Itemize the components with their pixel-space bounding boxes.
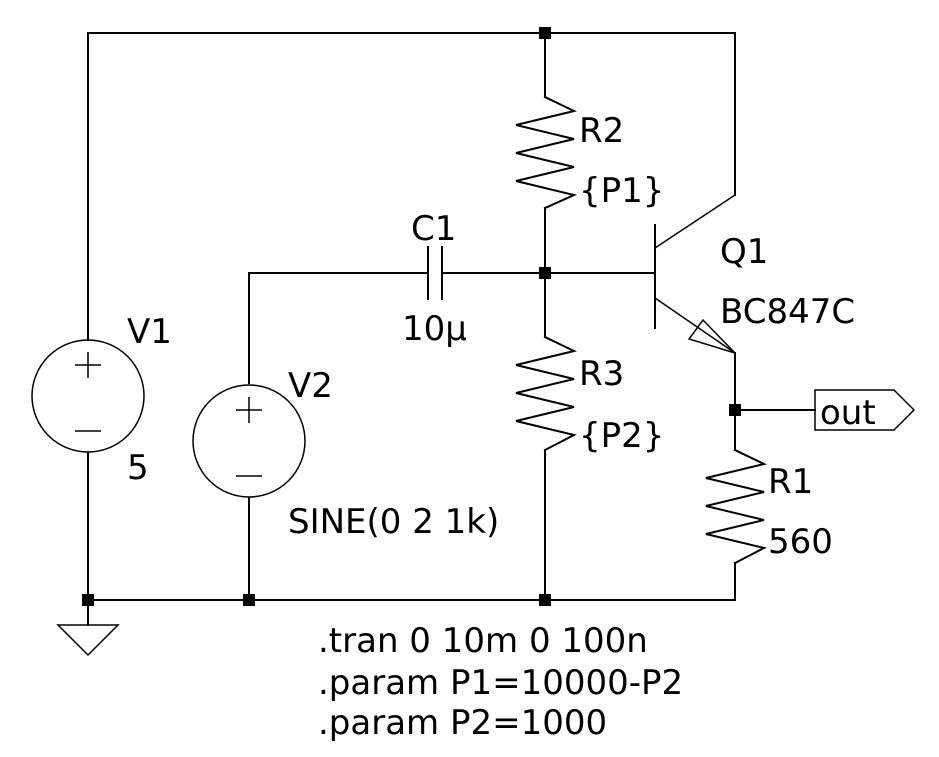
v1-name: V1 [127,312,172,352]
resistor-icon [705,448,767,565]
resistor-r1: R1 560 [705,448,833,565]
net-label-out: out [814,389,916,433]
v2-value: SINE(0 2 1k) [288,502,499,542]
c1-name: C1 [411,209,456,249]
v2-name: V2 [288,366,333,406]
transistor-emitter [654,297,736,354]
junction-dot [729,404,741,416]
voltage-source-v2: V2 SINE(0 2 1k) [192,366,499,542]
r2-name: R2 [579,111,624,151]
resistor-r2: R2 {P1} [515,95,664,211]
wire-top-rail [87,32,736,341]
transistor-collector [654,194,736,249]
voltage-source-v1: V1 5 [31,312,172,488]
junction-dot [82,594,94,606]
capacitor-c1: C1 10µ [402,209,467,349]
directive-line: .param P1=10000-P2 [318,663,683,703]
directive-line: .param P2=1000 [318,703,607,743]
r2-value: {P1} [579,171,664,211]
wire-bottom-rail [87,562,736,601]
r1-value: 560 [768,522,833,562]
resistor-icon [515,95,578,210]
junction-dot [243,594,255,606]
junction-dot [539,267,551,279]
voltage-source-icon [192,384,306,498]
r3-value: {P2} [579,416,664,456]
r3-name: R3 [579,354,624,394]
transistor-q1: Q1 BC847C [654,194,855,354]
net-label-flag-icon [814,389,916,431]
junction-dot [539,27,551,39]
c1-value: 10µ [402,309,467,349]
wire-v2-to-c1 [248,272,429,384]
junctions [82,27,741,606]
spice-directives: .tran 0 10m 0 100n .param P1=10000-P2 .p… [318,621,683,743]
v1-value: 5 [127,448,149,488]
net-label-out-text: out [820,393,876,433]
ground-icon [56,624,120,657]
voltage-source-icon [31,339,145,453]
q1-name: Q1 [720,232,768,272]
transistor-emitter-arrow-icon [687,318,736,354]
directive-line: .tran 0 10m 0 100n [318,621,648,661]
resistor-icon [515,335,577,452]
wires [87,32,816,626]
q1-value: BC847C [720,292,855,332]
junction-dot [539,594,551,606]
resistor-r3: R3 {P2} [515,335,664,456]
r1-name: R1 [768,462,813,502]
